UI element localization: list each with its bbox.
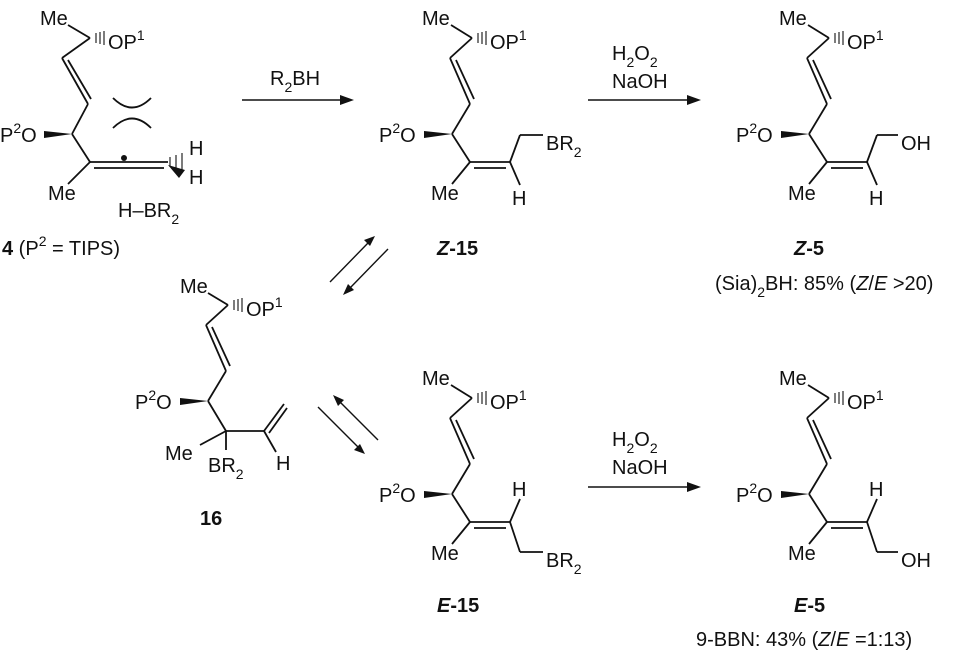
methyl-label: Me [48, 183, 76, 205]
wedge-h-bond [168, 165, 185, 178]
oxidation-arrow-bottom: H2O2 NaOH [588, 429, 701, 492]
oh-label: OH [901, 133, 931, 155]
op1-label: OP1 [490, 27, 527, 54]
equilibrium-arrow-upper [329, 236, 389, 295]
methyl-label: Me [431, 183, 459, 205]
compound-E15-caption: E-15 [437, 595, 479, 617]
oxidation-reagent-h2o2: H2O2 [612, 429, 658, 456]
hydroboration-arrow: R2BH [242, 68, 354, 105]
hashed-bond [95, 31, 105, 45]
oh-label: OH [901, 550, 931, 572]
wedge-bond [424, 131, 452, 138]
compound-E5-caption: E-5 [794, 595, 825, 617]
h-label: H [189, 138, 203, 160]
compound-Z5: Me OP1 P2O Me H OH Z-5 (Sia)2BH: 85% (Z/… [715, 8, 933, 300]
br2-label: BR2 [208, 455, 244, 482]
compound-Z15: Me OP1 P2O Me H BR2 Z-15 [379, 8, 582, 260]
equilibrium-arrow-lower [317, 395, 379, 454]
h-label: H [869, 188, 883, 210]
hashed-bond [233, 298, 243, 312]
h-label: H [189, 167, 203, 189]
hashed-bond [477, 391, 487, 405]
compound-4-caption: 4 (P2 = TIPS) [2, 233, 120, 260]
br2-label: BR2 [546, 133, 582, 160]
wedge-bond [44, 131, 72, 138]
wedge-bond [781, 491, 809, 498]
methyl-label: Me [431, 543, 459, 565]
p2o-label: P2O [379, 120, 416, 147]
radical-dot [121, 155, 127, 161]
p2o-label: P2O [135, 387, 172, 414]
compound-Z15-caption: Z-15 [436, 238, 478, 260]
methyl-label: Me [788, 183, 816, 205]
compound-16: Me OP1 P2O Me BR2 H 16 [135, 276, 290, 530]
hbr2-label: H–BR2 [118, 200, 179, 227]
h-label: H [276, 453, 290, 475]
h-label: H [512, 188, 526, 210]
op1-label: OP1 [108, 27, 145, 54]
steric-clash-mark [112, 117, 152, 129]
op1-label: OP1 [246, 294, 283, 321]
compound-E15: Me OP1 P2O Me H BR2 E-15 [379, 368, 582, 617]
compound-Z5-result: (Sia)2BH: 85% (Z/E >20) [715, 273, 933, 300]
methyl-label: Me [422, 368, 450, 390]
compound-E5-result: 9-BBN: 43% (Z/E =1:13) [696, 629, 912, 651]
methyl-label: Me [788, 543, 816, 565]
p2o-label: P2O [736, 120, 773, 147]
methyl-label: Me [779, 8, 807, 30]
compound-16-caption: 16 [200, 508, 222, 530]
hydroboration-reagent: R2BH [270, 68, 320, 95]
op1-label: OP1 [847, 387, 884, 414]
oxidation-arrow-top: H2O2 NaOH [588, 43, 701, 105]
p2o-label: P2O [379, 480, 416, 507]
wedge-bond [781, 131, 809, 138]
compound-E5: Me OP1 P2O Me H OH E-5 9-BBN: 43% (Z/E =… [696, 368, 931, 651]
oxidation-reagent-naoh: NaOH [612, 71, 668, 93]
p2o-label: P2O [0, 120, 37, 147]
oxidation-reagent-naoh: NaOH [612, 457, 668, 479]
op1-label: OP1 [847, 27, 884, 54]
h-label: H [869, 479, 883, 501]
methyl-label: Me [165, 443, 193, 465]
methyl-label: Me [779, 368, 807, 390]
wedge-bond [180, 398, 208, 405]
hashed-bond [834, 391, 844, 405]
p2o-label: P2O [736, 480, 773, 507]
br2-label: BR2 [546, 550, 582, 577]
hashed-bond [834, 31, 844, 45]
wedge-bond [424, 491, 452, 498]
hashed-h-bond [169, 153, 183, 171]
compound-4: Me OP1 P2O Me H H H–BR2 4 (P2 = TIPS) [0, 8, 203, 260]
oxidation-reagent-h2o2: H2O2 [612, 43, 658, 70]
op1-label: OP1 [490, 387, 527, 414]
h-label: H [512, 479, 526, 501]
methyl-label: Me [180, 276, 208, 298]
methyl-label: Me [422, 8, 450, 30]
hashed-bond [477, 31, 487, 45]
methyl-label: Me [40, 8, 68, 30]
compound-Z5-caption: Z-5 [793, 238, 824, 260]
steric-clash-mark [112, 97, 152, 109]
